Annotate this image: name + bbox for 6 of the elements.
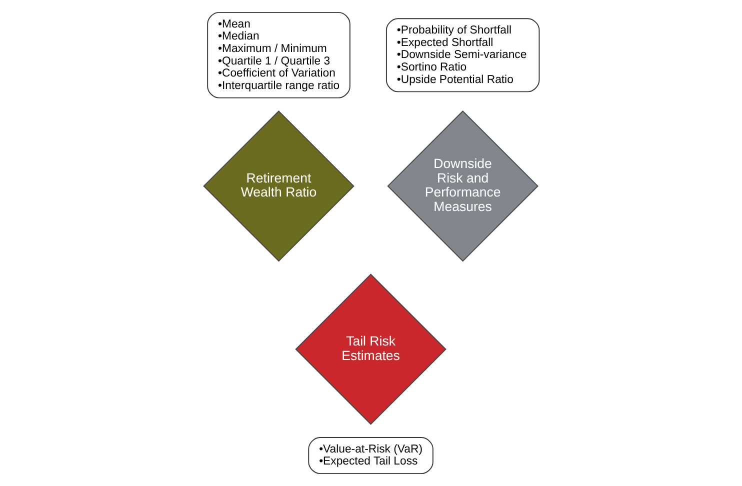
node-box: •Value-at-Risk (VaR) •Expected Tail Loss bbox=[308, 437, 433, 474]
node-diamond: Retirement Wealth Ratio bbox=[202, 110, 354, 262]
node-box: •Probability of Shortfall •Expected Shortfall •Downside Semi-variance •Sortino Ratio •Upside Potential Ratio bbox=[385, 18, 540, 92]
node-diamond: Downside Risk and Performance Measures bbox=[386, 110, 538, 262]
node-diamond: Tail Risk Estimates bbox=[294, 274, 446, 425]
node-box: •Mean •Median •Maximum / Minimum •Quartile 1 / Quartile 3 •Coefficient of Variation •Interquartile range ratio bbox=[206, 12, 350, 98]
